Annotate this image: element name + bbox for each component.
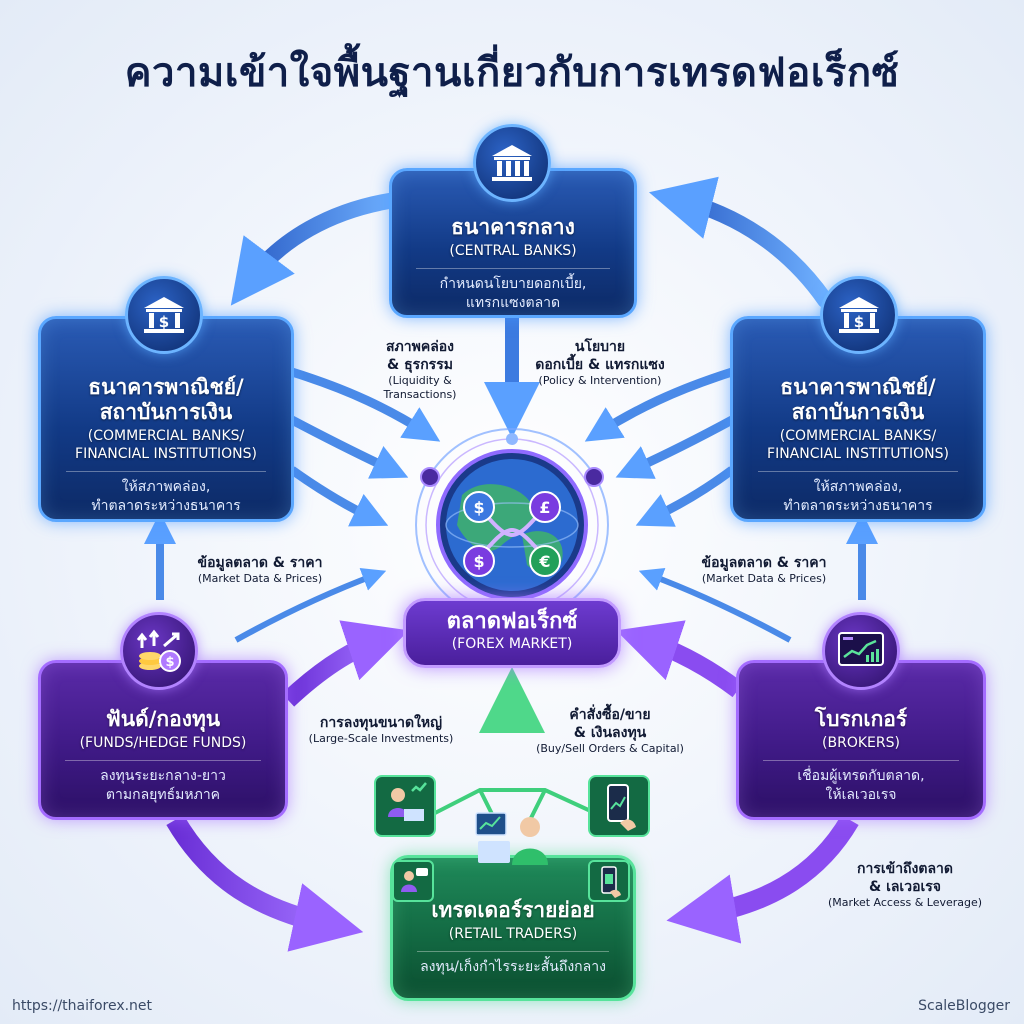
commercial-right-title-1: ธนาคารพาณิชย์/ — [780, 375, 936, 399]
flow-orders-th-2: & เงินลงทุน — [573, 725, 647, 741]
flow-label-market-data-right: ข้อมูลตลาด & ราคา (Market Data & Prices) — [664, 554, 864, 586]
hub-subtitle: (FOREX MARKET) — [451, 636, 573, 652]
flow-orders-th-1: คำสั่งซื้อ/ขาย — [569, 707, 651, 723]
flow-label-policy: นโยบาย ดอกเบี้ย & แทรกแซง (Policy & Inte… — [520, 338, 680, 388]
flow-label-liquidity: สภาพคล่อง & ธุรกรรม (Liquidity & Transac… — [360, 338, 480, 402]
central-banks-desc-2: แทรกแซงตลาด — [465, 295, 561, 311]
arrow-left-bank-to-hub-2 — [289, 416, 409, 479]
central-banks-title: ธนาคารกลาง — [451, 215, 575, 239]
arrow-left-bank-to-hub-3 — [289, 466, 389, 527]
flow-liquidity-th-2: & ธุรกรรม — [387, 357, 453, 373]
central-banks-node: ธนาคารกลาง (CENTRAL BANKS) กำหนดนโยบายดอ… — [389, 168, 637, 318]
hub-globe: $ £ $ € — [415, 428, 609, 622]
phone-chart-icon — [588, 775, 650, 837]
svg-text:$: $ — [473, 498, 484, 517]
funds-title: ฟันด์/กองทุน — [105, 707, 221, 731]
commercial-left-title-2: สถาบันการเงิน — [99, 400, 233, 424]
retail-desc: ลงทุน/เก็งกำไรระยะสั้นถึงกลาง — [420, 959, 606, 975]
page-title: ความเข้าใจพื้นฐานเกี่ยวกับการเทรดฟอเร็กซ… — [124, 50, 900, 96]
commercial-left-desc-2: ทำตลาดระหว่างธนาคาร — [91, 498, 241, 514]
arrow-right-to-central — [648, 176, 833, 308]
arrow-funds-to-retail — [166, 814, 364, 952]
commercial-left-subtitle-1: (COMMERCIAL BANKS/ — [87, 428, 245, 444]
commercial-right-desc-1: ให้สภาพคล่อง, — [813, 479, 903, 495]
flow-market-access-th-2: & เลเวอเรจ — [868, 879, 941, 895]
flow-label-market-access: การเข้าถึงตลาด & เลเวอเรจ (Market Access… — [810, 860, 1000, 910]
flow-policy-th-2: ดอกเบี้ย & แทรกแซง — [535, 357, 665, 373]
retail-subtitle: (RETAIL TRADERS) — [448, 926, 578, 942]
forex-market-hub: ตลาดฟอเร็กซ์ (FOREX MARKET) — [403, 598, 621, 668]
commercial-left-desc-1: ให้สภาพคล่อง, — [121, 479, 211, 495]
flow-market-data-left-en: (Market Data & Prices) — [197, 572, 323, 585]
arrow-central-to-left — [230, 192, 403, 306]
bank-dollar-icon: $ — [820, 276, 898, 354]
svg-text:£: £ — [539, 498, 550, 517]
brand-watermark: ScaleBlogger — [918, 998, 1010, 1014]
arrow-funds-to-hub — [281, 620, 410, 707]
flow-large-scale-en: (Large-Scale Investments) — [308, 732, 454, 745]
funds-subtitle: (FUNDS/HEDGE FUNDS) — [79, 735, 247, 751]
arrow-market-data-left — [234, 567, 387, 643]
flow-market-access-en: (Market Access & Leverage) — [827, 896, 983, 909]
hub-title: ตลาดฟอเร็กซ์ — [446, 609, 578, 634]
brokers-title: โบรกเกอร์ — [814, 707, 908, 731]
flow-liquidity-en-1: (Liquidity & — [388, 374, 452, 387]
central-banks-desc-1: กำหนดนโยบายดอกเบี้ย, — [439, 276, 587, 292]
svg-text:$: $ — [165, 655, 174, 670]
brokers-desc-2: ให้เลเวอเรจ — [825, 787, 897, 803]
arrow-brokers-to-retail — [666, 814, 859, 944]
flow-market-data-left-th: ข้อมูลตลาด & ราคา — [197, 555, 323, 571]
arrow-right-bank-to-hub-1 — [584, 367, 734, 442]
svg-text:$: $ — [854, 313, 864, 331]
retail-traders-node: เทรดเดอร์รายย่อย (RETAIL TRADERS) ลงทุน/… — [390, 855, 636, 1001]
svg-text:$: $ — [159, 313, 169, 331]
trader-laptop-icon — [374, 775, 436, 837]
arrow-market-data-right — [638, 567, 792, 643]
arrow-right-bank-to-hub-3 — [635, 466, 735, 527]
flow-large-scale-th: การลงทุนขนาดใหญ่ — [319, 715, 443, 731]
brokers-desc-1: เชื่อมผู้เทรดกับตลาด, — [797, 768, 925, 784]
commercial-banks-right-node: ธนาคารพาณิชย์/ สถาบันการเงิน (COMMERCIAL… — [730, 316, 986, 522]
flow-liquidity-th-1: สภาพคล่อง — [385, 339, 455, 355]
flow-label-large-scale: การลงทุนขนาดใหญ่ (Large-Scale Investment… — [296, 714, 466, 746]
trader-chat-icon — [392, 860, 434, 902]
commercial-left-title-1: ธนาคารพาณิชย์/ — [88, 375, 244, 399]
flow-label-market-data-left: ข้อมูลตลาด & ราคา (Market Data & Prices) — [160, 554, 360, 586]
bank-icon — [473, 124, 551, 202]
flow-market-data-right-th: ข้อมูลตลาด & ราคา — [701, 555, 827, 571]
funds-desc-1: ลงทุนระยะกลาง-ยาว — [100, 768, 226, 784]
retail-title: เทรดเดอร์รายย่อย — [431, 898, 595, 922]
flow-market-data-right-en: (Market Data & Prices) — [701, 572, 827, 585]
flow-policy-en: (Policy & Intervention) — [538, 374, 662, 387]
trading-screen-icon — [822, 612, 900, 690]
commercial-right-subtitle-1: (COMMERCIAL BANKS/ — [779, 428, 937, 444]
commercial-left-subtitle-2: FINANCIAL INSTITUTIONS) — [75, 446, 257, 462]
flow-liquidity-en-2: Transactions) — [383, 388, 457, 401]
funds-desc-2: ตามกลยุทธ์มหภาค — [105, 787, 221, 803]
arrow-right-bank-to-hub-2 — [615, 416, 735, 479]
arrow-brokers-to-hub — [615, 620, 744, 698]
flow-market-access-th-1: การเข้าถึงตลาด — [856, 861, 953, 877]
arrow-left-bank-to-hub-1 — [290, 367, 441, 442]
flow-orders-en: (Buy/Sell Orders & Capital) — [536, 742, 684, 755]
brokers-subtitle: (BROKERS) — [822, 735, 900, 751]
central-banks-subtitle: (CENTRAL BANKS) — [449, 243, 577, 259]
commercial-right-desc-2: ทำตลาดระหว่างธนาคาร — [783, 498, 933, 514]
trader-desk-icon — [468, 805, 558, 871]
svg-text:$: $ — [473, 552, 484, 571]
flow-label-orders: คำสั่งซื้อ/ขาย & เงินลงทุน (Buy/Sell Ord… — [520, 706, 700, 756]
flow-policy-th-1: นโยบาย — [574, 339, 626, 355]
coins-growth-icon: $ — [120, 612, 198, 690]
phone-money-icon — [588, 860, 630, 902]
commercial-right-title-2: สถาบันการเงิน — [791, 400, 925, 424]
source-url: https://thaiforex.net — [12, 998, 153, 1014]
svg-text:€: € — [538, 552, 550, 571]
bank-dollar-icon: $ — [125, 276, 203, 354]
commercial-right-subtitle-2: FINANCIAL INSTITUTIONS) — [767, 446, 949, 462]
